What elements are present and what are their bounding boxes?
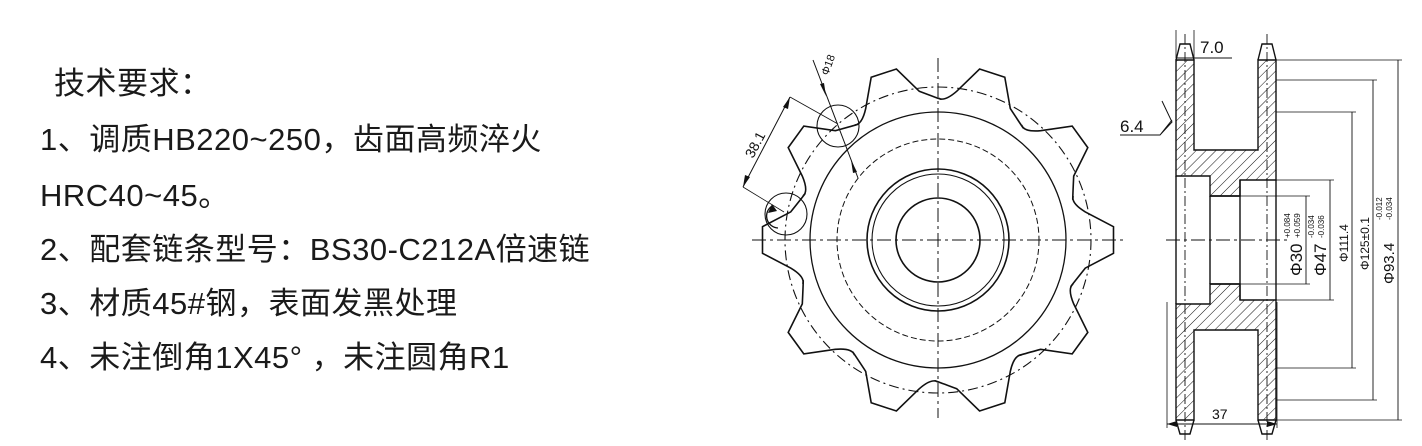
pitch-extension-top <box>789 96 839 125</box>
chain-roller-upper <box>816 104 860 148</box>
hub-tol-upper: -0.034 <box>1307 215 1316 238</box>
pitch-dimension-label: 38.1 <box>742 129 769 161</box>
requirement-line-1: 1、调质HB220~250，齿面高频淬火 <box>40 122 542 157</box>
rotation-arrow-icon <box>765 205 779 229</box>
pitch-arrow-top <box>783 97 790 109</box>
hub-dim-label: Φ47 <box>1311 244 1330 276</box>
d93-tol-upper: -0.012 <box>1375 197 1384 220</box>
chain-roller-left <box>764 192 808 236</box>
sprocket-section-view: 7.0 6.4 37 Φ30 +0.084 +0.059 Φ47 -0.034 … <box>1120 30 1402 440</box>
roller-arrow-bottom <box>851 160 857 173</box>
roller-diameter-leader <box>812 59 859 179</box>
section-extension-lines <box>1240 59 1402 421</box>
d111-label: Φ111.4 <box>1337 224 1351 262</box>
roughness-label: 6.4 <box>1120 117 1144 136</box>
section-lower-hatch <box>1175 283 1277 421</box>
pitch-dimension-line <box>742 96 791 188</box>
requirements-title: 技术要求： <box>54 66 212 101</box>
pitch-arrow-bottom <box>743 175 750 187</box>
requirement-line-5: 4、未注倒角1X45° ，未注圆角R1 <box>40 340 510 375</box>
requirement-line-3: 2、配套链条型号：BS30-C212A倍速链 <box>40 232 591 267</box>
d93-label: Φ93.4 <box>1381 243 1398 284</box>
roller-arrow-top <box>820 83 826 96</box>
d125-label: Φ125±0.1 <box>1358 217 1372 270</box>
tooth-width-label: 7.0 <box>1200 38 1224 57</box>
roller-diameter-label: Φ18 <box>820 53 838 77</box>
bore-dim-label: Φ30 <box>1287 244 1306 276</box>
rotation-arrowhead-icon <box>768 204 777 213</box>
bore-tol-lower: +0.059 <box>1293 213 1302 238</box>
roughness-symbol-icon <box>1120 100 1173 136</box>
bore-tol-upper: +0.084 <box>1283 213 1292 238</box>
hub-tol-lower: -0.036 <box>1317 215 1326 238</box>
sprocket-front-view: 38.1 Φ18 <box>742 53 1125 418</box>
pitch-extension-bottom <box>742 186 785 213</box>
d93-tol-lower: -0.034 <box>1385 197 1394 220</box>
sprocket-tooth-profile <box>761 68 1115 412</box>
requirement-line-2: HRC40~45。 <box>40 178 230 213</box>
total-width-arrow-right <box>1267 421 1277 427</box>
total-width-arrow-left <box>1167 421 1177 427</box>
total-width-label: 37 <box>1212 406 1228 422</box>
section-upper-hatch <box>1175 59 1277 197</box>
requirement-line-4: 3、材质45#钢，表面发黑处理 <box>40 286 458 321</box>
